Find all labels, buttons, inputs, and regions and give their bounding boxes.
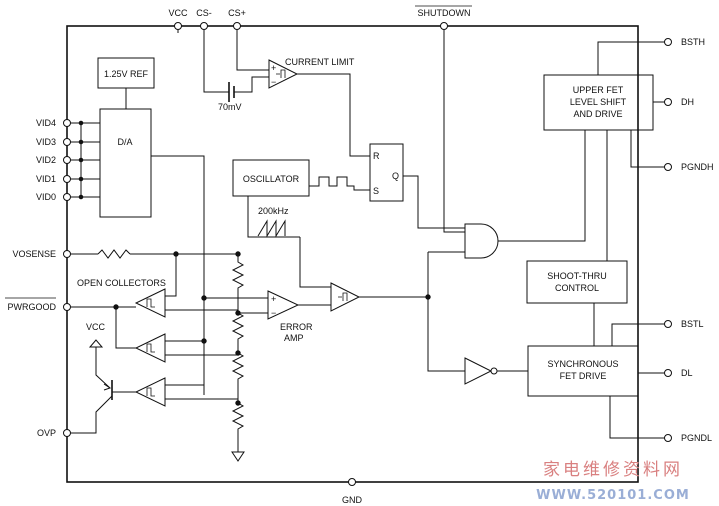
upper-fet-label-1: UPPER FET <box>573 85 624 95</box>
ramp-waveform <box>257 219 286 238</box>
annotations: CURRENT LIMIT 70mV 200kHz OPEN COLLECTOR… <box>77 57 399 343</box>
upper-fet-label-3: AND DRIVE <box>573 109 622 119</box>
pin-label-vid2: VID2 <box>36 155 56 165</box>
latch-q-label: Q <box>392 171 399 181</box>
pin-vid0[interactable] <box>63 193 71 201</box>
sync-fet-label-2: FET DRIVE <box>560 371 607 381</box>
pin-label-vid1: VID1 <box>36 174 56 184</box>
pin-label-bsth: BSTH <box>681 37 705 47</box>
pin-label-cs-minus: CS- <box>196 8 212 18</box>
pin-vid2[interactable] <box>63 156 71 164</box>
pin-label-dl: DL <box>681 368 693 378</box>
pin-vcc-top[interactable] <box>174 22 182 30</box>
vid-wires <box>70 120 100 200</box>
pin-pwrgood[interactable] <box>63 303 71 311</box>
pin-cs-minus[interactable] <box>200 22 208 30</box>
pin-vid3[interactable] <box>63 138 71 146</box>
error-amp-label-1: ERROR <box>280 322 313 332</box>
pin-labels-top: VCC CS- CS+ SHUTDOWN <box>168 8 470 18</box>
pin-label-vid3: VID3 <box>36 137 56 147</box>
pin-label-dh: DH <box>681 97 694 107</box>
offset-voltage-label: 70mV <box>218 102 242 112</box>
pin-gnd[interactable] <box>348 478 356 486</box>
error-amp-label-2: AMP <box>284 333 304 343</box>
window-comparator-3 <box>134 377 166 407</box>
current-limit-comparator <box>268 59 299 89</box>
error-amp-minus: − <box>271 308 276 318</box>
pin-pgndl[interactable] <box>664 434 672 442</box>
pin-label-vid4: VID4 <box>36 118 56 128</box>
current-limit-minus: − <box>271 77 276 87</box>
pin-label-ovp: OVP <box>37 428 56 438</box>
oscillator-label: OSCILLATOR <box>243 174 300 184</box>
ground-symbol <box>231 451 245 462</box>
error-amp <box>267 290 300 320</box>
block-labels: 1.25V REF D/A OSCILLATOR UPPER FET LEVEL… <box>104 69 627 381</box>
oscillator-block <box>232 159 310 197</box>
pin-labels-left: VID4 VID3 VID2 VID1 VID0 VOSENSE PWRGOOD… <box>8 118 57 438</box>
pin-label-vosense: VOSENSE <box>12 249 56 259</box>
inverter <box>464 357 493 385</box>
current-limit-plus: + <box>271 63 276 73</box>
pin-vid4[interactable] <box>63 119 71 127</box>
pin-bstl[interactable] <box>664 320 672 328</box>
pin-shutdown[interactable] <box>440 22 448 30</box>
pin-dh[interactable] <box>664 98 672 106</box>
pin-bsth[interactable] <box>664 38 672 46</box>
offset-source-70mv <box>228 76 269 102</box>
rs-latch <box>369 143 404 202</box>
da-block <box>99 108 152 218</box>
pin-label-shutdown: SHUTDOWN <box>418 8 471 18</box>
pin-label-vid0: VID0 <box>36 192 56 202</box>
da-label: D/A <box>117 137 132 147</box>
shoot-thru-label-1: SHOOT-THRU <box>547 271 607 281</box>
pin-vid1[interactable] <box>63 175 71 183</box>
pin-ovp[interactable] <box>63 429 71 437</box>
pin-label-vcc: VCC <box>168 8 188 18</box>
shoot-thru-block <box>526 260 628 304</box>
pin-label-bstl: BSTL <box>681 319 704 329</box>
latch-r-label: R <box>373 151 380 161</box>
current-limit-label: CURRENT LIMIT <box>285 57 355 67</box>
window-comparator-1 <box>134 288 166 318</box>
latch-s-label: S <box>373 186 379 196</box>
watermark: 家电维修资料网 WWW.520101.COM <box>536 460 690 503</box>
watermark-url: WWW.520101.COM <box>536 488 690 503</box>
pin-label-pgndh: PGNDH <box>681 162 714 172</box>
pin-label-pwrgood: PWRGOOD <box>8 302 57 312</box>
and-gate <box>464 223 499 259</box>
vcc-internal-arrow <box>88 339 104 348</box>
window-comparator-2 <box>134 333 166 363</box>
ref-label: 1.25V REF <box>104 69 149 79</box>
pin-labels-right: BSTH DH PGNDH BSTL DL PGNDL <box>681 37 714 443</box>
open-collectors-label: OPEN COLLECTORS <box>77 278 166 288</box>
pwm-comparator <box>330 282 361 312</box>
pin-label-pgndl: PGNDL <box>681 433 712 443</box>
sync-fet-label-1: SYNCHRONOUS <box>547 359 618 369</box>
divider-resistors <box>231 254 245 452</box>
shoot-thru-label-2: CONTROL <box>555 283 599 293</box>
watermark-chinese: 家电维修资料网 <box>543 460 683 480</box>
error-amp-plus: + <box>271 294 276 304</box>
vosense-resistor <box>97 249 131 259</box>
pin-dl[interactable] <box>664 369 672 377</box>
frequency-label: 200kHz <box>258 206 289 216</box>
pin-cs-plus[interactable] <box>233 22 241 30</box>
upper-fet-label-2: LEVEL SHIFT <box>570 97 627 107</box>
pin-vosense[interactable] <box>63 250 71 258</box>
vcc-internal-label: VCC <box>86 322 106 332</box>
pin-pgndh[interactable] <box>664 163 672 171</box>
pin-label-cs-plus: CS+ <box>228 8 246 18</box>
pin-label-gnd: GND <box>342 495 363 505</box>
